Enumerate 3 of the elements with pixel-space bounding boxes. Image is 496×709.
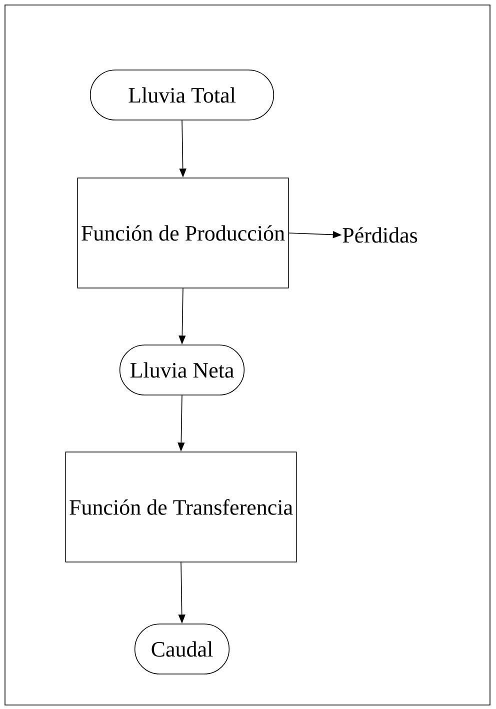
output-label: Pérdidas (342, 227, 418, 243)
process-box: Función de Transferencia (65, 452, 297, 562)
process-box: Función de Producción (77, 178, 289, 288)
